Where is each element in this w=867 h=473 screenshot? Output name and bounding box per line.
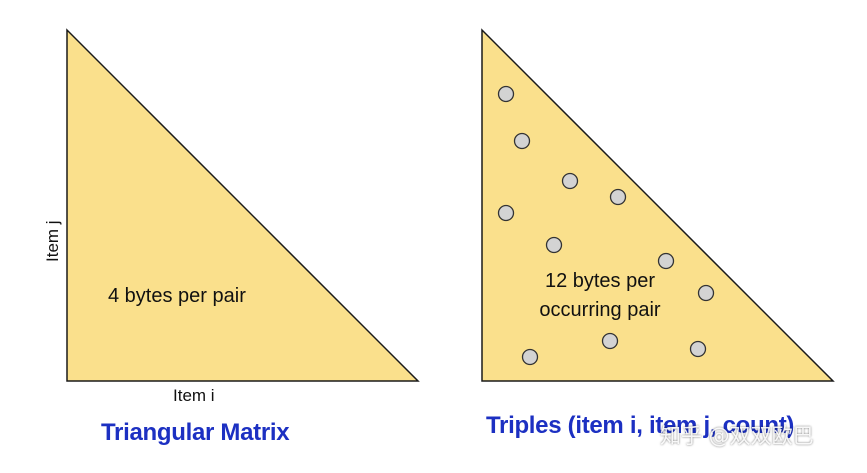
- triples-shape: [481, 28, 835, 382]
- right-caption: Triples (item i, item j, count): [486, 412, 795, 439]
- pair-dot: [513, 132, 531, 150]
- right-inner-text-line2: occurring pair: [539, 299, 661, 321]
- axis-x-label: Item i: [173, 386, 215, 405]
- pair-dot: [497, 85, 515, 103]
- left-inner-text: 4 bytes per pair: [108, 285, 246, 307]
- pair-dot: [601, 332, 619, 350]
- pair-dot: [697, 284, 715, 302]
- pair-dot: [521, 348, 539, 366]
- axis-y-label: Item j: [43, 220, 62, 262]
- pair-dot: [609, 188, 627, 206]
- pair-dot: [561, 172, 579, 190]
- triangular-matrix-shape: [66, 28, 420, 382]
- watermark-text: 知乎 @双双欧巴: [660, 424, 814, 448]
- pair-dot: [689, 340, 707, 358]
- pair-dot: [545, 236, 563, 254]
- left-caption: Triangular Matrix: [101, 419, 290, 446]
- right-inner-text-line1: 12 bytes per: [545, 270, 655, 292]
- pair-dot: [657, 252, 675, 270]
- occurring-pair-dots: [497, 85, 715, 366]
- pair-dot: [497, 204, 515, 222]
